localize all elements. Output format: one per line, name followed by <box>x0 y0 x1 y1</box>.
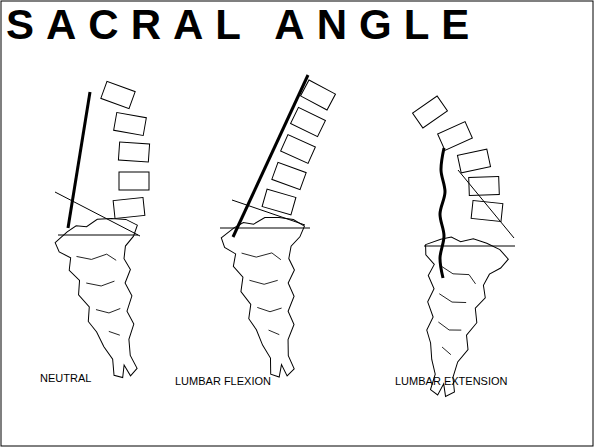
vertebra <box>291 107 326 136</box>
vertebra <box>413 96 448 128</box>
sacrum-outline <box>219 212 324 382</box>
horizontal-line <box>58 235 138 236</box>
lumbar-line <box>233 75 308 237</box>
sacrum-detail <box>77 249 132 341</box>
figure-label: NEUTRAL <box>40 372 91 384</box>
spine-figure <box>52 81 167 385</box>
vertebra <box>438 122 473 151</box>
sacrum-outline <box>52 211 167 385</box>
title: SACRAL ANGLE <box>6 4 481 46</box>
spine-figure <box>219 75 335 382</box>
vertebra <box>262 189 296 215</box>
lumbar-line <box>68 92 90 228</box>
sacrum-detail <box>242 248 292 338</box>
sacrum-detail <box>425 265 477 356</box>
vertebra <box>114 113 147 136</box>
figure-label: LUMBAR EXTENSION <box>395 375 507 387</box>
vertebra <box>101 81 135 108</box>
lumbar-line <box>440 148 445 278</box>
horizontal-line <box>220 228 310 229</box>
vertebra <box>113 197 145 218</box>
vertebra <box>281 135 316 164</box>
sacral-base-line <box>458 170 514 238</box>
spine-figure <box>400 96 515 403</box>
sacrum <box>219 212 324 382</box>
sacral-base-line <box>55 192 140 236</box>
vertebra <box>457 149 490 173</box>
vertebra <box>272 162 306 189</box>
vertebra <box>301 80 336 110</box>
horizontal-line <box>424 246 515 247</box>
vertebra <box>118 142 149 162</box>
figure-label: LUMBAR FLEXION <box>175 375 271 387</box>
vertebra <box>119 172 149 190</box>
sacrum <box>52 211 167 385</box>
vertebra <box>469 176 500 195</box>
